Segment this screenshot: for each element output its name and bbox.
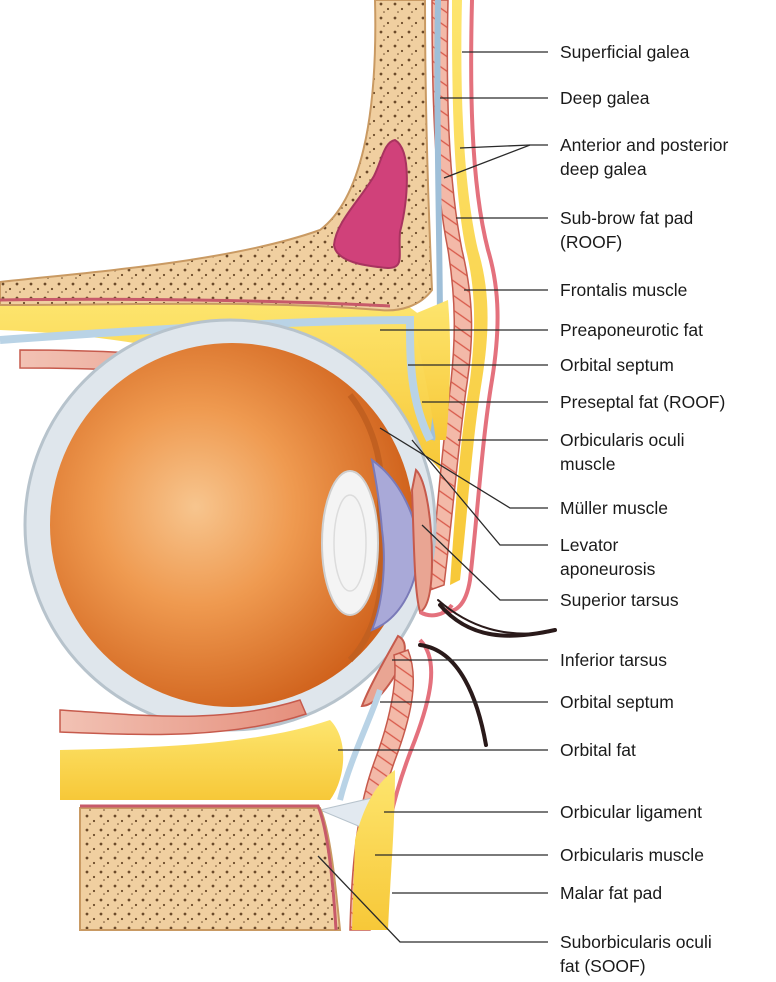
label-orbital-septum-lower: Orbital septum: [560, 690, 674, 714]
label-soof: Suborbicularis oculi fat (SOOF): [560, 930, 712, 978]
label-preseptal-fat: Preseptal fat (ROOF): [560, 390, 725, 414]
label-orbicular-ligament: Orbicular ligament: [560, 800, 702, 824]
label-orbicularis-muscle: Orbicularis muscle: [560, 843, 704, 867]
label-sub-brow-fat-pad: Sub-brow fat pad (ROOF): [560, 206, 693, 254]
label-muller-muscle: Müller muscle: [560, 496, 668, 520]
label-deep-galea: Deep galea: [560, 86, 650, 110]
label-inferior-tarsus: Inferior tarsus: [560, 648, 667, 672]
label-malar-fat-pad: Malar fat pad: [560, 881, 662, 905]
leader-anterior-posterior-deep-galea-2: [460, 145, 530, 148]
label-superficial-galea: Superficial galea: [560, 40, 689, 64]
lens: [322, 471, 378, 615]
label-orbital-septum-upper: Orbital septum: [560, 353, 674, 377]
maxillary-bone: [80, 808, 340, 930]
label-frontalis-muscle: Frontalis muscle: [560, 278, 687, 302]
label-superior-tarsus: Superior tarsus: [560, 588, 679, 612]
label-anterior-posterior-deep-galea: Anterior and posterior deep galea: [560, 133, 728, 181]
label-orbital-fat: Orbital fat: [560, 738, 636, 762]
label-orbicularis-oculi-muscle: Orbicularis oculi muscle: [560, 428, 684, 476]
label-levator-aponeurosis: Levator aponeurosis: [560, 533, 655, 581]
malar-fat-pad-shape: [352, 770, 395, 930]
label-preaponeurotic-fat: Preaponeurotic fat: [560, 318, 703, 342]
